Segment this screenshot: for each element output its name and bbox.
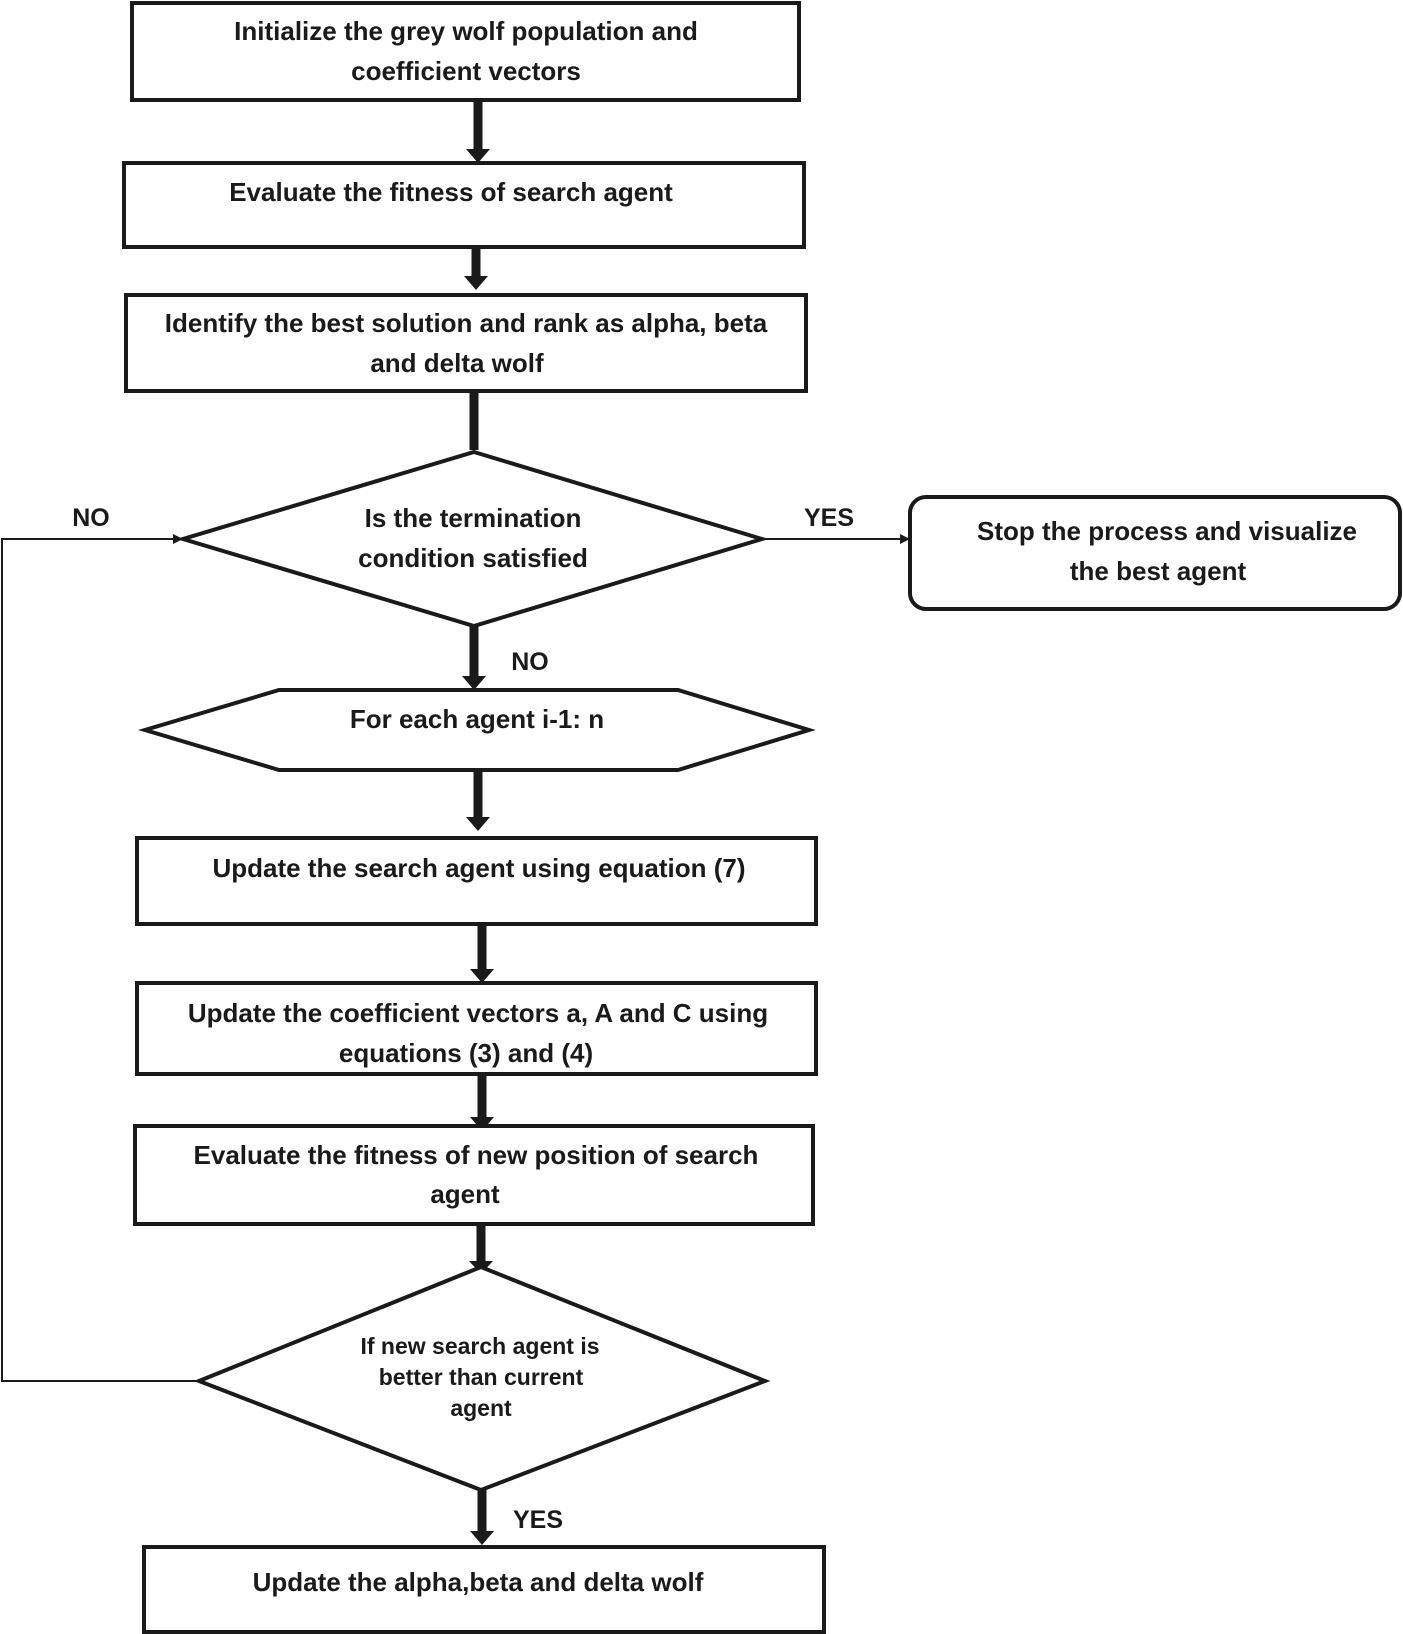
stop-text-line1: Stop the process and visualize [977,516,1357,546]
connector-better-to-update-wolves [470,1490,494,1545]
termination-text-line2: condition satisfied [358,543,588,573]
label-no-down: NO [511,648,549,676]
evaluate-new-text-line2: agent [430,1179,500,1209]
identify-text-line2: and delta wolf [370,348,544,378]
init-text-line2: coefficient vectors [351,56,581,86]
update-wolves-box [142,1545,826,1634]
connector-update-agent-to-coeff [470,924,494,983]
connector-loop-to-update-agent [466,770,490,831]
connector-termination-to-loop [462,626,486,690]
evaluate-new-box [133,1124,815,1226]
better-text-line3: agent [450,1395,512,1421]
connector-init-to-evaluate [466,100,490,163]
loop-text: For each agent i-1: n [350,704,604,734]
update-coeff-text-line2: equations (3) and (4) [339,1038,593,1068]
update-agent-text: Update the search agent using equation (… [212,853,745,883]
connector-no-loop-back [1,534,198,1382]
update-coeff-text-line1: Update the coefficient vectors a, A and … [188,998,768,1028]
connector-coeff-to-evaluate-new [470,1074,494,1131]
label-no-left: NO [72,504,110,532]
label-yes-right: YES [804,504,854,532]
label-yes-down: YES [513,1506,563,1534]
init-text-line1: Initialize the grey wolf population and [234,16,698,46]
identify-text-line1: Identify the best solution and rank as a… [165,308,768,338]
evaluate-box [122,161,806,249]
evaluate-text: Evaluate the fitness of search agent [229,177,673,207]
better-text-line1: If new search agent is [360,1333,599,1359]
termination-decision [176,449,769,629]
stop-text-line2: the best agent [1070,556,1247,586]
init-box [130,1,801,102]
better-decision [193,1264,771,1493]
update-wolves-text: Update the alpha,beta and delta wolf [253,1567,704,1597]
update-agent-box [135,836,818,926]
loop-hexagon [138,688,816,772]
identify-box [124,293,808,393]
termination-text-line1: Is the termination [365,503,582,533]
evaluate-new-text-line1: Evaluate the fitness of new position of … [194,1140,759,1170]
stop-box [908,495,1402,611]
update-coeff-box [135,981,818,1076]
connector-evaluate-to-identify [464,247,488,290]
better-text-line2: better than current [379,1364,584,1390]
